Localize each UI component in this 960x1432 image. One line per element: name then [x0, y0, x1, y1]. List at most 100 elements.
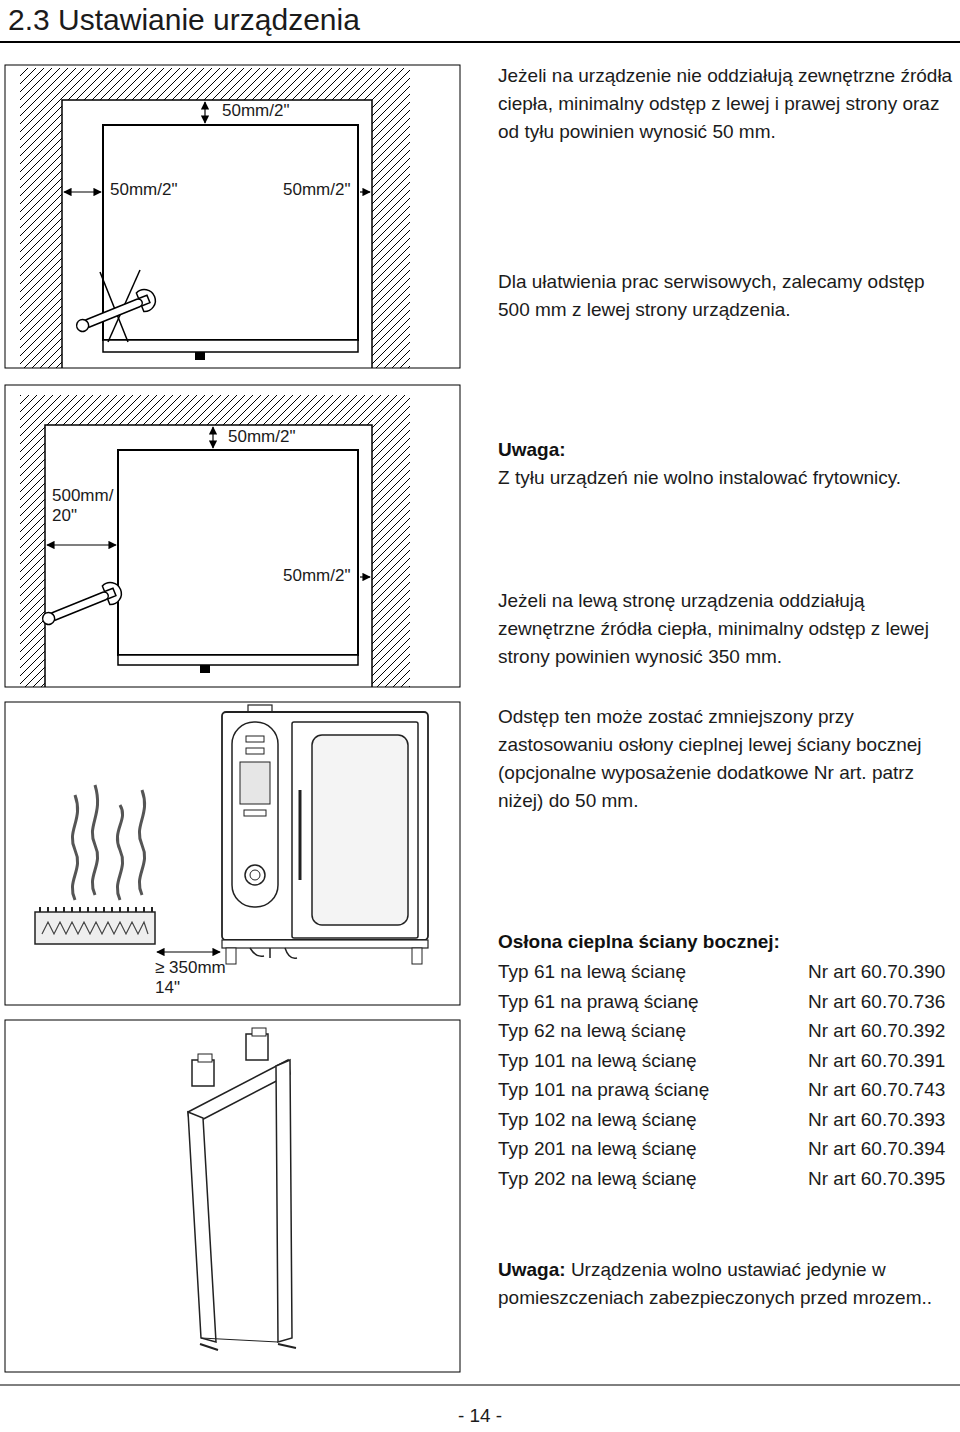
- section-title: 2.3 Ustawianie urządzenia: [8, 2, 360, 38]
- floor-plan-1-part: [195, 352, 205, 360]
- heat-shield-illustration-part: [252, 1028, 266, 1036]
- dimension-label: 500mm/ 20": [52, 486, 120, 526]
- oven-heat-source-part: [226, 948, 236, 964]
- floor-plan-2-part-part: [49, 591, 109, 622]
- dimension-label: 50mm/2": [110, 180, 177, 200]
- rule-lines-part: [0, 1385, 960, 1386]
- floor-plan-2-part: [200, 665, 210, 673]
- oven-heat-source-part: [246, 736, 264, 742]
- floor-plan-1-part: [20, 68, 410, 368]
- floor-plan-2-part-part: [102, 579, 125, 605]
- oven-heat-source-part: [240, 762, 270, 804]
- table-cell: Typ 61 na lewą ścianę: [498, 958, 686, 986]
- oven-heat-source-part: [139, 790, 144, 895]
- oven-heat-source-part: [299, 790, 302, 880]
- oven-heat-source-part: [72, 795, 77, 900]
- oven-heat-source-part: [117, 805, 122, 900]
- oven-heat-source-part: [40, 907, 152, 912]
- heat-shield-illustration-part: [192, 1060, 214, 1086]
- floor-plan-1-part: [64, 191, 101, 192]
- table-cell: Typ 202 na lewą ścianę: [498, 1165, 697, 1193]
- table-cell: Nr art 60.70.390: [808, 958, 945, 986]
- page-number: - 14 -: [0, 1402, 960, 1430]
- oven-heat-source-part: [246, 748, 264, 754]
- oven-heat-source-part: [232, 722, 278, 907]
- floor-plan-1-part: [360, 191, 370, 192]
- oven-heat-source-part: [245, 865, 265, 885]
- table-cell: Typ 201 na lewą ścianę: [498, 1135, 697, 1163]
- instruction-text: Jeżeli na urządzenie nie oddziałują zewn…: [498, 62, 956, 146]
- heat-shield-illustration-part: [200, 1344, 296, 1350]
- table-cell: Nr art 60.70.736: [808, 988, 945, 1016]
- table-cell: Typ 62 na lewą ścianę: [498, 1017, 686, 1045]
- floor-plan-2-part: [360, 576, 370, 577]
- dimension-label: 50mm/2": [283, 180, 350, 200]
- floor-plan-2-part: [5, 385, 460, 687]
- floor-plan-2-part-part: [41, 611, 57, 627]
- heat-shield-illustration-part: [5, 1020, 460, 1372]
- table-cell: Nr art 60.70.395: [808, 1165, 945, 1193]
- floor-plan-1-part: [103, 340, 358, 352]
- oven-heat-source-part: [157, 951, 220, 952]
- floor-plan-2-part: [39, 579, 125, 631]
- oven-heat-source: [5, 702, 460, 1005]
- oven-heat-source-part: [250, 870, 260, 880]
- floor-plan-1-part-part: [136, 286, 159, 312]
- instruction-text: Odstęp ten może zostać zmniejszony przy …: [498, 703, 956, 815]
- oven-heat-source-part: [35, 912, 155, 944]
- table-cell: Nr art 60.70.394: [808, 1135, 945, 1163]
- heat-shield-illustration-part: [246, 1034, 268, 1060]
- heat-shield-illustration-part: [201, 1338, 278, 1342]
- floor-plan-2-part: [118, 655, 358, 665]
- oven-heat-source-part: [412, 948, 422, 964]
- floor-plan-1-part-part: [83, 298, 143, 329]
- floor-plan-2-part: [20, 395, 410, 687]
- table-cell: Nr art 60.70.743: [808, 1076, 945, 1104]
- oven-heat-source-part: [5, 702, 460, 1005]
- oven-heat-source-part: [292, 722, 418, 938]
- floor-plan-2-part: [45, 425, 372, 687]
- floor-plan-1-part: [204, 102, 205, 123]
- table-cell: Typ 102 na lewą ścianę: [498, 1106, 697, 1134]
- rule-lines-part: [0, 41, 960, 43]
- heat-shield-illustration-part: [188, 1112, 216, 1342]
- table-cell: Nr art 60.70.391: [808, 1047, 945, 1075]
- instruction-text: Dla ułatwienia prac serwisowych, zalecam…: [498, 268, 938, 324]
- oven-heat-source-part: [244, 810, 266, 816]
- floor-plan-1-part: [103, 125, 358, 340]
- oven-heat-source-part: [222, 712, 428, 940]
- floor-plan-1-part: [5, 65, 460, 368]
- floor-plan-1-part-part: [75, 318, 91, 334]
- heat-shield-illustration-part: [188, 1060, 290, 1126]
- note-heading: Uwaga:: [498, 436, 566, 464]
- heat-shield-illustration-part: [276, 1060, 292, 1342]
- floor-plan-1: [5, 65, 460, 368]
- note-text: Z tyłu urządzeń nie wolno instalować fry…: [498, 464, 956, 492]
- floor-plan-1-part: [73, 286, 159, 338]
- floor-plan-2: [5, 385, 460, 687]
- oven-heat-source-part: [42, 922, 148, 934]
- dimension-label: 50mm/2": [283, 566, 350, 586]
- table-cell: Nr art 60.70.392: [808, 1017, 945, 1045]
- table-cell: Typ 101 na prawą ścianę: [498, 1076, 709, 1104]
- oven-heat-source-part: [250, 948, 297, 958]
- table-cell: Typ 101 na lewą ścianę: [498, 1047, 697, 1075]
- floor-plan-2-part: [212, 427, 213, 448]
- instruction-text: Jeżeli na lewą stronę urządzenia oddział…: [498, 587, 956, 671]
- oven-heat-source-part: [312, 735, 408, 925]
- heat-shield-illustration-part: [198, 1054, 212, 1062]
- dimension-label: 50mm/2": [222, 101, 289, 121]
- floor-plan-2-part: [118, 450, 358, 655]
- table-cell: Typ 61 na prawą ścianę: [498, 988, 699, 1016]
- floor-plan-2-part: [47, 544, 116, 545]
- floor-plan-1-part: [62, 100, 372, 368]
- table-cell: Nr art 60.70.393: [808, 1106, 945, 1134]
- dimension-label: ≥ 350mm 14": [155, 958, 241, 998]
- oven-heat-source-part: [222, 940, 428, 948]
- note-heading: Uwaga:: [498, 1259, 566, 1280]
- table-heading: Osłona cieplna ściany bocznej:: [498, 928, 780, 956]
- heat-shield-illustration: [5, 1020, 460, 1372]
- frost-note: Uwaga:Urządzenia wolno ustawiać jedynie …: [498, 1256, 938, 1312]
- oven-heat-source-part: [92, 785, 97, 895]
- dimension-label: 50mm/2": [228, 427, 295, 447]
